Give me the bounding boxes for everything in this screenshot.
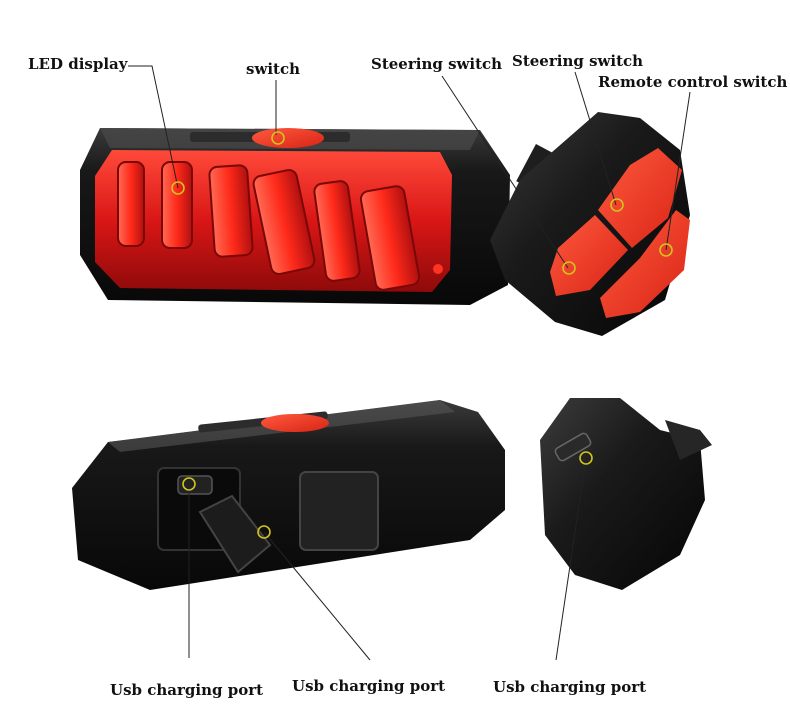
steering-button-left	[550, 215, 628, 296]
marker-steering-1	[562, 261, 576, 275]
leader-line-usb-3	[555, 457, 587, 661]
steering-button-right	[598, 148, 682, 248]
tail-light-rear	[72, 400, 505, 590]
marker-steering-2	[610, 198, 624, 212]
leader-line-steering-2	[574, 71, 617, 206]
leader-line-led-display	[128, 65, 179, 189]
leader-line-usb-2	[263, 531, 371, 661]
label-switch: switch	[246, 60, 301, 78]
power-switch	[252, 128, 324, 148]
marker-usb-3	[579, 451, 593, 465]
marker-usb-1	[182, 477, 196, 491]
label-steering-switch-1: Steering switch	[371, 55, 503, 73]
label-usb-port-3: Usb charging port	[493, 678, 647, 696]
label-usb-port-1: Usb charging port	[110, 681, 264, 699]
marker-led-display	[171, 181, 185, 195]
leader-line-steering-1	[441, 75, 569, 269]
label-steering-switch-2: Steering switch	[512, 52, 644, 70]
remote-control-rear	[540, 398, 712, 590]
marker-usb-2	[257, 525, 271, 539]
point-markers	[171, 131, 673, 539]
label-usb-port-2: Usb charging port	[292, 677, 446, 695]
label-remote-control-switch: Remote control switch	[598, 73, 788, 91]
marker-switch	[271, 131, 285, 145]
marker-remote-control	[659, 243, 673, 257]
tail-light-front	[80, 128, 510, 305]
annotations	[128, 65, 691, 661]
leader-line-remote-control	[665, 91, 691, 251]
led-bars	[117, 161, 421, 291]
remote-control-front	[490, 112, 690, 336]
remote-usb-port	[554, 432, 592, 462]
label-led-display: LED display	[28, 55, 128, 73]
